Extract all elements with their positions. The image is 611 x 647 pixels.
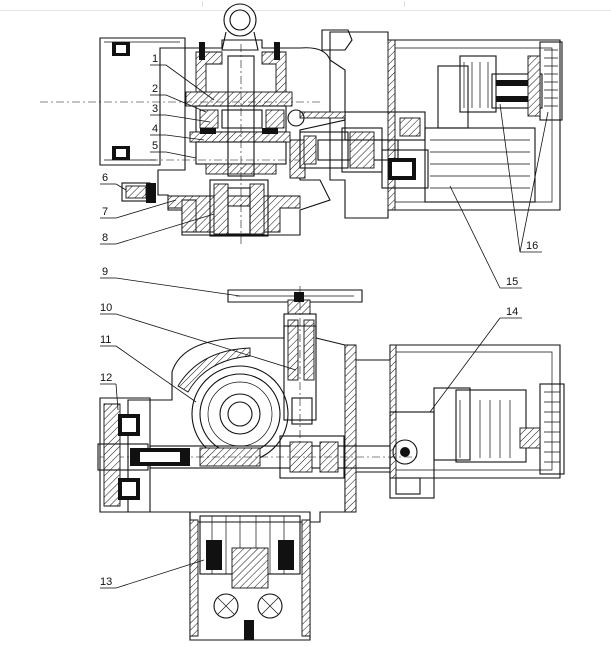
callout-7: 7 [102,206,108,218]
callout-2: 2 [152,83,158,95]
lower-section-view [97,286,565,641]
leader-lines [100,64,549,589]
callout-9: 9 [102,266,108,278]
upper-section-view [40,3,563,245]
callout-1: 1 [152,53,158,65]
callout-16: 16 [526,240,538,252]
callout-14: 14 [506,306,518,318]
callout-10: 10 [100,302,112,314]
viewer-top-bar [0,0,611,11]
callout-3: 3 [152,103,158,115]
callout-12: 12 [100,372,112,384]
callout-6: 6 [102,172,108,184]
callout-4: 4 [152,123,158,135]
callout-13: 13 [100,576,112,588]
callout-15: 15 [506,276,518,288]
callout-8: 8 [102,232,108,244]
callout-labels: 1 2 3 4 5 6 7 8 9 10 11 12 13 14 15 16 [100,53,538,588]
callout-11: 11 [100,334,111,346]
callout-5: 5 [152,140,158,152]
